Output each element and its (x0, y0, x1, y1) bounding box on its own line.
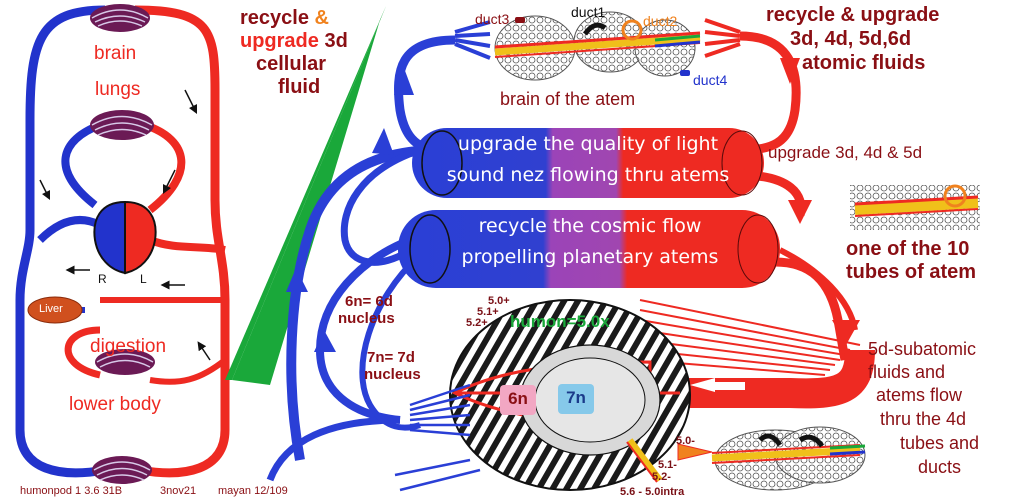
duct2-label: duct2 (643, 13, 678, 29)
white-arrowhead (690, 378, 715, 392)
tube-upper (412, 128, 764, 198)
circulation-system (15, 4, 230, 484)
blue-fan-humon (394, 383, 481, 492)
green-wedge-body (232, 6, 386, 385)
blue-arrow-up (394, 68, 414, 95)
nucleus7-line2: nucleus (364, 366, 421, 383)
scale-5-1-minus: 5.1- (658, 459, 677, 471)
nucleus6-line1: 6n= 6d (345, 293, 393, 310)
atomic-line1: recycle & upgrade (766, 4, 940, 26)
lower-body-label: lower body (69, 394, 161, 415)
scale-intra: 5.6 - 5.0intra (620, 486, 685, 498)
upper-tube-line2: sound nez flowing thru atems (446, 164, 730, 186)
digestion-label: digestion (90, 336, 167, 357)
footer-date: 3nov21 (160, 485, 197, 497)
humon-label: humon=5.0x (510, 312, 610, 331)
one-of-tubes-line1: one of the 10 (846, 238, 970, 260)
duct4-label: duct4 (693, 72, 728, 88)
blue-arrow-up (372, 128, 394, 155)
vein-outer-left (15, 5, 106, 478)
subatomic-line6: ducts (918, 457, 962, 477)
flow-arrow (184, 89, 198, 115)
recycle-upgrade-3d-line2: upgrade 3d (240, 31, 348, 51)
lower-tube-line1: recycle the cosmic flow (478, 215, 702, 237)
recycle-upgrade-3d-line1: recycle & (240, 8, 329, 28)
scale-5-1-plus: 5.1+ (477, 306, 499, 318)
flow-arrow (197, 341, 211, 361)
brain-of-atem-caption: brain of the atem (500, 89, 636, 109)
n7-label: 7n (566, 388, 586, 407)
blue-arrow-up (314, 330, 336, 352)
red-fan-right (704, 18, 741, 58)
capillary-lungs (90, 110, 154, 140)
subatomic-line3: atems flow (876, 385, 963, 405)
scale-5-0-minus: 5.0- (676, 435, 695, 447)
scale-5-0-plus: 5.0+ (488, 295, 510, 307)
heart-left-label: L (140, 272, 147, 286)
subatomic-line1: 5d-subatomic (868, 339, 977, 359)
subatomic-line4: thru the 4d (880, 409, 967, 429)
footer-calendar: mayan 12/109 (218, 485, 288, 497)
blue-arrow-up (286, 268, 308, 292)
fluid-label: fluid (278, 76, 321, 98)
recycle-word: recycle (240, 7, 309, 29)
atomic-line2: 3d, 4d, 5d,6d (790, 28, 912, 50)
duct3-label: duct3 (475, 11, 510, 27)
atem-brain-illustration (494, 11, 701, 81)
ampersand: & (314, 7, 329, 29)
duct1-label: duct1 (571, 4, 606, 20)
vein-heart (37, 216, 102, 243)
pulmonary-artery (143, 121, 186, 214)
flow-arrow (162, 169, 176, 195)
upper-tube-line1: upgrade the quality of light (457, 133, 719, 155)
upgrade-word: upgrade (240, 30, 319, 52)
lungs-label: lungs (95, 79, 141, 100)
digestion-loop (64, 326, 101, 379)
pulmonary-vein (61, 121, 102, 209)
atem-duct-illustration (677, 426, 866, 491)
heart (93, 200, 157, 275)
capillary-brain (90, 4, 150, 32)
atomic-line3: atomic fluids (802, 52, 926, 74)
artery-heart (148, 236, 226, 254)
tube-lower (398, 210, 780, 288)
capillary-digestion (95, 349, 155, 375)
nucleus7-line1: 7n= 7d (367, 349, 415, 366)
nucleus6-line2: nucleus (338, 310, 395, 327)
subatomic-line2: fluids and (868, 362, 946, 382)
lower-tube-line2: propelling planetary atems (461, 246, 719, 268)
flow-arrow (39, 179, 51, 201)
scale-5-2-minus: 5.2- (652, 471, 671, 483)
liver-label: Liver (39, 303, 63, 315)
subatomic-line5: tubes and (900, 433, 980, 453)
green-wedge (225, 6, 386, 380)
red-main-arrow (650, 349, 875, 409)
white-arrow-shaft (713, 382, 745, 390)
n6-label: 6n (508, 389, 528, 408)
red-arrow-down (788, 200, 812, 224)
red-forward-flows (739, 31, 858, 361)
renal-artery (149, 357, 227, 385)
blue-fan-left (454, 20, 491, 60)
red-arrow-down (780, 58, 800, 84)
red-arrow-down (832, 320, 860, 345)
capillary-lower-body (92, 456, 152, 484)
one-of-tubes-line2: tubes of atem (846, 261, 977, 283)
footer-doc: humonpod 1 3.6 31B (20, 485, 123, 497)
scale-5-2-plus: 5.2+ (466, 317, 488, 329)
n6-badge (500, 385, 536, 415)
3d-word: 3d (324, 30, 348, 52)
brain-label: brain (94, 43, 137, 64)
heart-right-label: R (98, 272, 107, 286)
atem-tube-illustration (850, 184, 980, 230)
n7-badge (558, 384, 594, 414)
liver-shape (27, 296, 83, 324)
upgrade-345-label: upgrade 3d, 4d & 5d (768, 143, 923, 162)
red-fan-humon (639, 299, 861, 376)
cellular-label: cellular (256, 53, 327, 75)
